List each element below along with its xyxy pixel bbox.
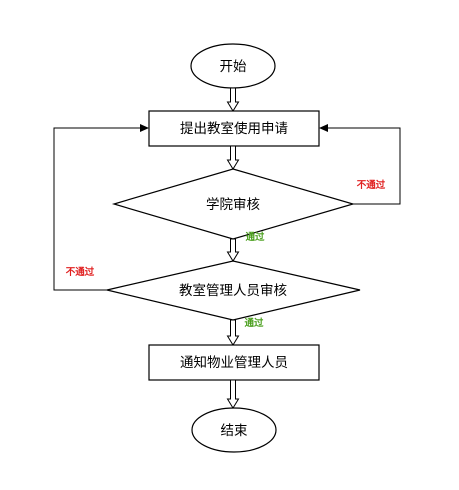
- room-reject-label: 不通过: [66, 266, 95, 278]
- room-reject-connector: [53, 124, 149, 291]
- start-label: 开始: [220, 59, 247, 75]
- notify-label: 通知物业管理人员: [180, 354, 288, 371]
- room-admin-review-label: 教室管理人员审核: [179, 282, 287, 299]
- apply-process-box: [148, 110, 320, 147]
- end-label: 结束: [221, 423, 248, 439]
- college-pass-label: 通过: [245, 231, 265, 243]
- college-reject-connector: [319, 124, 401, 205]
- arrow-start-to-apply: [226, 87, 240, 112]
- end-node: [191, 407, 277, 453]
- college-reject-label: 不通过: [357, 179, 386, 191]
- room-pass-label: 通过: [244, 317, 264, 329]
- arrow-room-review-to-notify: [226, 319, 240, 346]
- college-review-label: 学院审核: [206, 197, 260, 213]
- apply-label: 提出教室使用申请: [180, 120, 288, 137]
- arrow-apply-to-college-review: [226, 145, 240, 170]
- arrow-notify-to-end: [226, 379, 240, 409]
- arrow-college-to-room-review: [226, 238, 240, 262]
